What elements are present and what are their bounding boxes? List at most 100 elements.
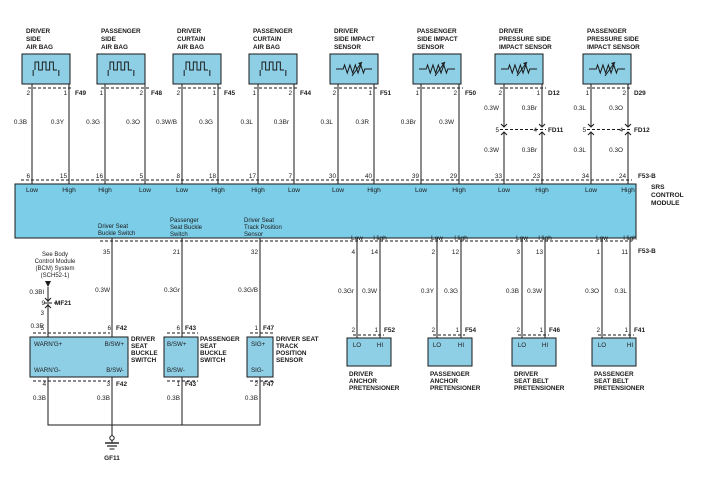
component-label: DRIVER [131,336,156,343]
resistor-arrow-head [358,62,362,66]
connector-arrow-down [624,123,632,128]
wires [21,84,634,436]
component-label: CURTAIN [177,36,206,43]
wire-spec: 0.3B [506,288,519,295]
pin-number: 6 [107,325,111,332]
airbag-squib-icon [259,61,287,76]
component-label: IMPACT SENSOR [587,44,640,51]
module-terminal-io: Low [431,235,443,242]
pin-number: 4 [351,249,355,256]
pin-number: 17 [249,173,257,180]
pin-number: 2 [498,90,502,97]
connector-id: F51 [380,90,391,97]
connector-arrow-up [44,304,52,309]
terminal-label: B/SW+ [167,341,187,348]
connector-id: F48 [151,90,162,97]
wire-spec: 0.3B [245,395,258,402]
pretensioner-box [427,337,473,367]
module-name: SRS [651,184,665,191]
module-port-label: Driver Seat [98,224,128,230]
impact-sensor-resistor-icon [336,61,372,77]
terminal-label: B/SW- [167,367,185,374]
module-terminal-io: High [373,235,387,242]
wire-spec: 0.3L [321,119,334,126]
pin-number: 3 [516,249,520,256]
module-terminal-io: High [251,187,265,194]
squib-wave [261,61,284,71]
module-name: CONTROL [651,192,684,199]
pin-number: 2 [176,90,180,97]
wire-spec: 0.3G [199,119,213,126]
connector-id: F43 [185,325,196,332]
pin-number: 12 [452,249,460,256]
module-terminal-io: Low [596,235,608,242]
pin-number: 1 [624,327,628,334]
component-label: DRIVER [514,371,539,378]
module-name: MODULE [651,200,680,207]
connector-id: F42 [116,381,127,388]
airbag-squib-icon [107,61,135,76]
component-label: AIR BAG [177,44,204,51]
wire-spec: 0.3B [97,395,110,402]
component-label: DRIVER [177,28,202,35]
impact-sensor-resistor-icon [419,61,455,77]
bcm-reference-note: See Body [42,252,68,258]
pin-number: 2 [254,381,258,388]
module-terminal-io: High [98,187,112,194]
connector-id: D12 [548,90,560,97]
wire-spec: 0.3Br [274,119,290,126]
pin-number: 2 [332,90,336,97]
component-label: DRIVER [349,371,374,378]
wire-spec: 0.3L [241,119,254,126]
reference-arrow-icon [45,281,51,287]
bcm-reference-note: Control Module [35,259,76,265]
pin-number: 2 [288,90,292,97]
module-terminal-io: Low [332,187,344,194]
wire-spec: 0.3Gr [164,287,181,294]
pin-number: 39 [412,173,420,180]
component-label: AIR BAG [26,44,53,51]
wire-spec: 0.3O [126,119,140,126]
wire-spec: 0.3W [484,105,500,112]
terminal-label: LO [518,342,526,349]
connector-arrow-down [538,123,546,128]
pin-number: 2 [431,327,435,334]
connector-arrow-down [44,297,52,302]
terminal-label: LO [598,342,606,349]
passenger-seat-buckle-switch [163,336,199,378]
pin-number: 33 [495,173,503,180]
component-label: SIDE [101,36,117,43]
component-label: DRIVER SEAT [276,336,319,343]
module-terminal-io: High [623,235,637,242]
component-label: AIR BAG [253,44,280,51]
wire-spec: 0.3Br [401,119,417,126]
connector-id: F41 [634,327,645,334]
pin-number: 16 [96,173,104,180]
squib-wave [185,61,208,71]
module-port-label: Buckle Switch [98,231,135,237]
module-terminal-io: Low [351,235,363,242]
connector-id: D29 [634,90,646,97]
component-label: PRESSURE SIDE [499,36,552,43]
wire-spec: 0.3O [609,147,623,154]
wire-spec: 0.3G [444,288,458,295]
pin-number: 1 [368,90,372,97]
pin-number: 4 [533,127,537,134]
module-terminal-io: High [535,187,549,194]
component-label: TRACK [276,343,299,350]
pin-number: 35 [103,249,111,256]
component-label: SEAT BELT [594,378,629,385]
srs-control-module [14,183,637,239]
wire-spec: 0.3O [585,288,599,295]
wire-spec: 0.3R [356,119,370,126]
component-label: SEAT BELT [514,378,549,385]
connector-id: F44 [300,90,311,97]
pin-number: 18 [209,173,217,180]
pin-number: 2 [139,90,143,97]
component-label: PRETENSIONER [349,385,400,392]
pin-number: 6 [26,173,30,180]
component-label: POSITION [276,350,307,357]
bcm-reference-note: (BCM) System [36,266,75,272]
connector-id: F53-B [638,248,656,255]
